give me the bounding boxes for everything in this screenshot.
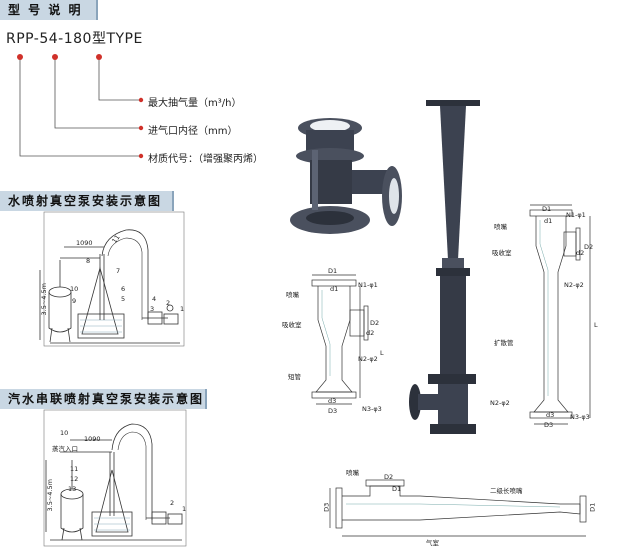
- spec-h-D1-right: D1: [588, 502, 597, 512]
- spec-s-N1: N1-φ1: [358, 281, 378, 289]
- spec-l-d3: d3: [546, 411, 555, 419]
- legend-material-code: 材质代号：（增强聚丙烯）: [148, 154, 263, 165]
- section-title-water-install: 水喷射真空泵安装示意图: [8, 194, 163, 208]
- spec-l-N1: N1-φ1: [566, 211, 586, 219]
- spec-l-D2: D2: [584, 243, 594, 251]
- spec-l-N2-lower: N2-φ2: [490, 399, 510, 407]
- legend-max-suction: 最大抽气量（m³/h）: [148, 98, 242, 109]
- spec-l-nozzle: 喷嘴: [494, 223, 507, 231]
- water-dim-1090: 1090: [76, 239, 93, 247]
- spec-s-D2: D2: [370, 319, 380, 327]
- pump-photo-elbow: [290, 118, 402, 234]
- steam-dim-1090: 1090: [84, 435, 101, 443]
- steam-label-13: 13: [68, 485, 77, 493]
- spec-h-D2: D2: [384, 473, 394, 481]
- spec-l-D1: D1: [542, 205, 552, 213]
- spec-h-D1-left: D1: [392, 485, 402, 493]
- spec-h-D3: D3: [322, 502, 331, 512]
- water-label-9: 9: [72, 297, 77, 305]
- steam-label-11: 11: [70, 465, 79, 473]
- spec-l-suction-chamber: 吸收室: [492, 249, 512, 257]
- section-title-model: 型 号 说 明: [8, 3, 83, 17]
- water-label-5: 5: [121, 295, 126, 303]
- spec-drawing-horizontal: [329, 479, 587, 537]
- model-code: RPP-54-180型TYPE: [6, 31, 143, 47]
- water-label-3: 3: [150, 305, 155, 313]
- spec-s-d1: d1: [330, 285, 339, 293]
- water-dim-height: 3.5~4.5m: [39, 283, 48, 316]
- spec-l-d1: d1: [544, 217, 553, 225]
- spec-s-short-pipe: 短管: [288, 373, 301, 381]
- section-header-steam-install: 汽水串联喷射真空泵安装示意图: [0, 389, 207, 409]
- water-label-6: 6: [121, 285, 126, 293]
- spec-l-N2: N2-φ2: [564, 281, 584, 289]
- section-title-steam-install: 汽水串联喷射真空泵安装示意图: [8, 392, 205, 406]
- pump-photo-tall: [409, 100, 480, 434]
- water-label-1: 1: [180, 305, 185, 313]
- spec-l-diffuser: 扩散管: [494, 339, 514, 347]
- spec-l-D3: D3: [544, 421, 554, 429]
- steam-label-2: 2: [170, 499, 175, 507]
- spec-l-d2: d2: [576, 249, 585, 257]
- spec-s-L: L: [380, 349, 384, 357]
- spec-h-second-nozzle: 二级长喷嘴: [490, 487, 523, 495]
- section-header-model: 型 号 说 明: [0, 0, 98, 20]
- steam-label-1: 1: [182, 505, 187, 513]
- spec-s-suction-chamber: 吸收室: [282, 321, 302, 329]
- water-label-8: 8: [86, 257, 91, 265]
- spec-l-N3: N3-φ3: [570, 413, 590, 421]
- legend-inlet-diameter: 进气口内径（mm）: [148, 126, 238, 137]
- steam-install-diagram: [43, 409, 187, 547]
- section-header-water-install: 水喷射真空泵安装示意图: [0, 191, 174, 211]
- spec-s-N3: N3-φ3: [362, 405, 382, 413]
- steam-label-10: 10: [60, 429, 69, 437]
- spec-s-N2: N2-φ2: [358, 355, 378, 363]
- spec-s-D1: D1: [328, 267, 338, 275]
- steam-label-12: 12: [70, 475, 79, 483]
- spec-s-d3: d3: [328, 397, 337, 405]
- water-label-4: 4: [152, 295, 157, 303]
- spec-h-nozzle: 喷嘴: [346, 469, 359, 477]
- spec-s-nozzle: 喷嘴: [286, 291, 299, 299]
- water-label-2: 2: [166, 299, 171, 307]
- steam-dim-height: 3.5~4.5m: [45, 479, 54, 512]
- spec-drawing-large: [529, 204, 591, 425]
- spec-drawing-small: [311, 274, 369, 405]
- water-label-7: 7: [116, 267, 121, 275]
- spec-l-L: L: [594, 321, 598, 329]
- water-install-diagram: [39, 211, 185, 347]
- water-label-10: 10: [70, 285, 79, 293]
- spec-s-D3: D3: [328, 407, 338, 415]
- spec-s-d2: d2: [366, 329, 375, 337]
- steam-inlet-label: 蒸汽入口: [52, 445, 78, 453]
- spec-h-air-chamber: 气室: [426, 539, 439, 547]
